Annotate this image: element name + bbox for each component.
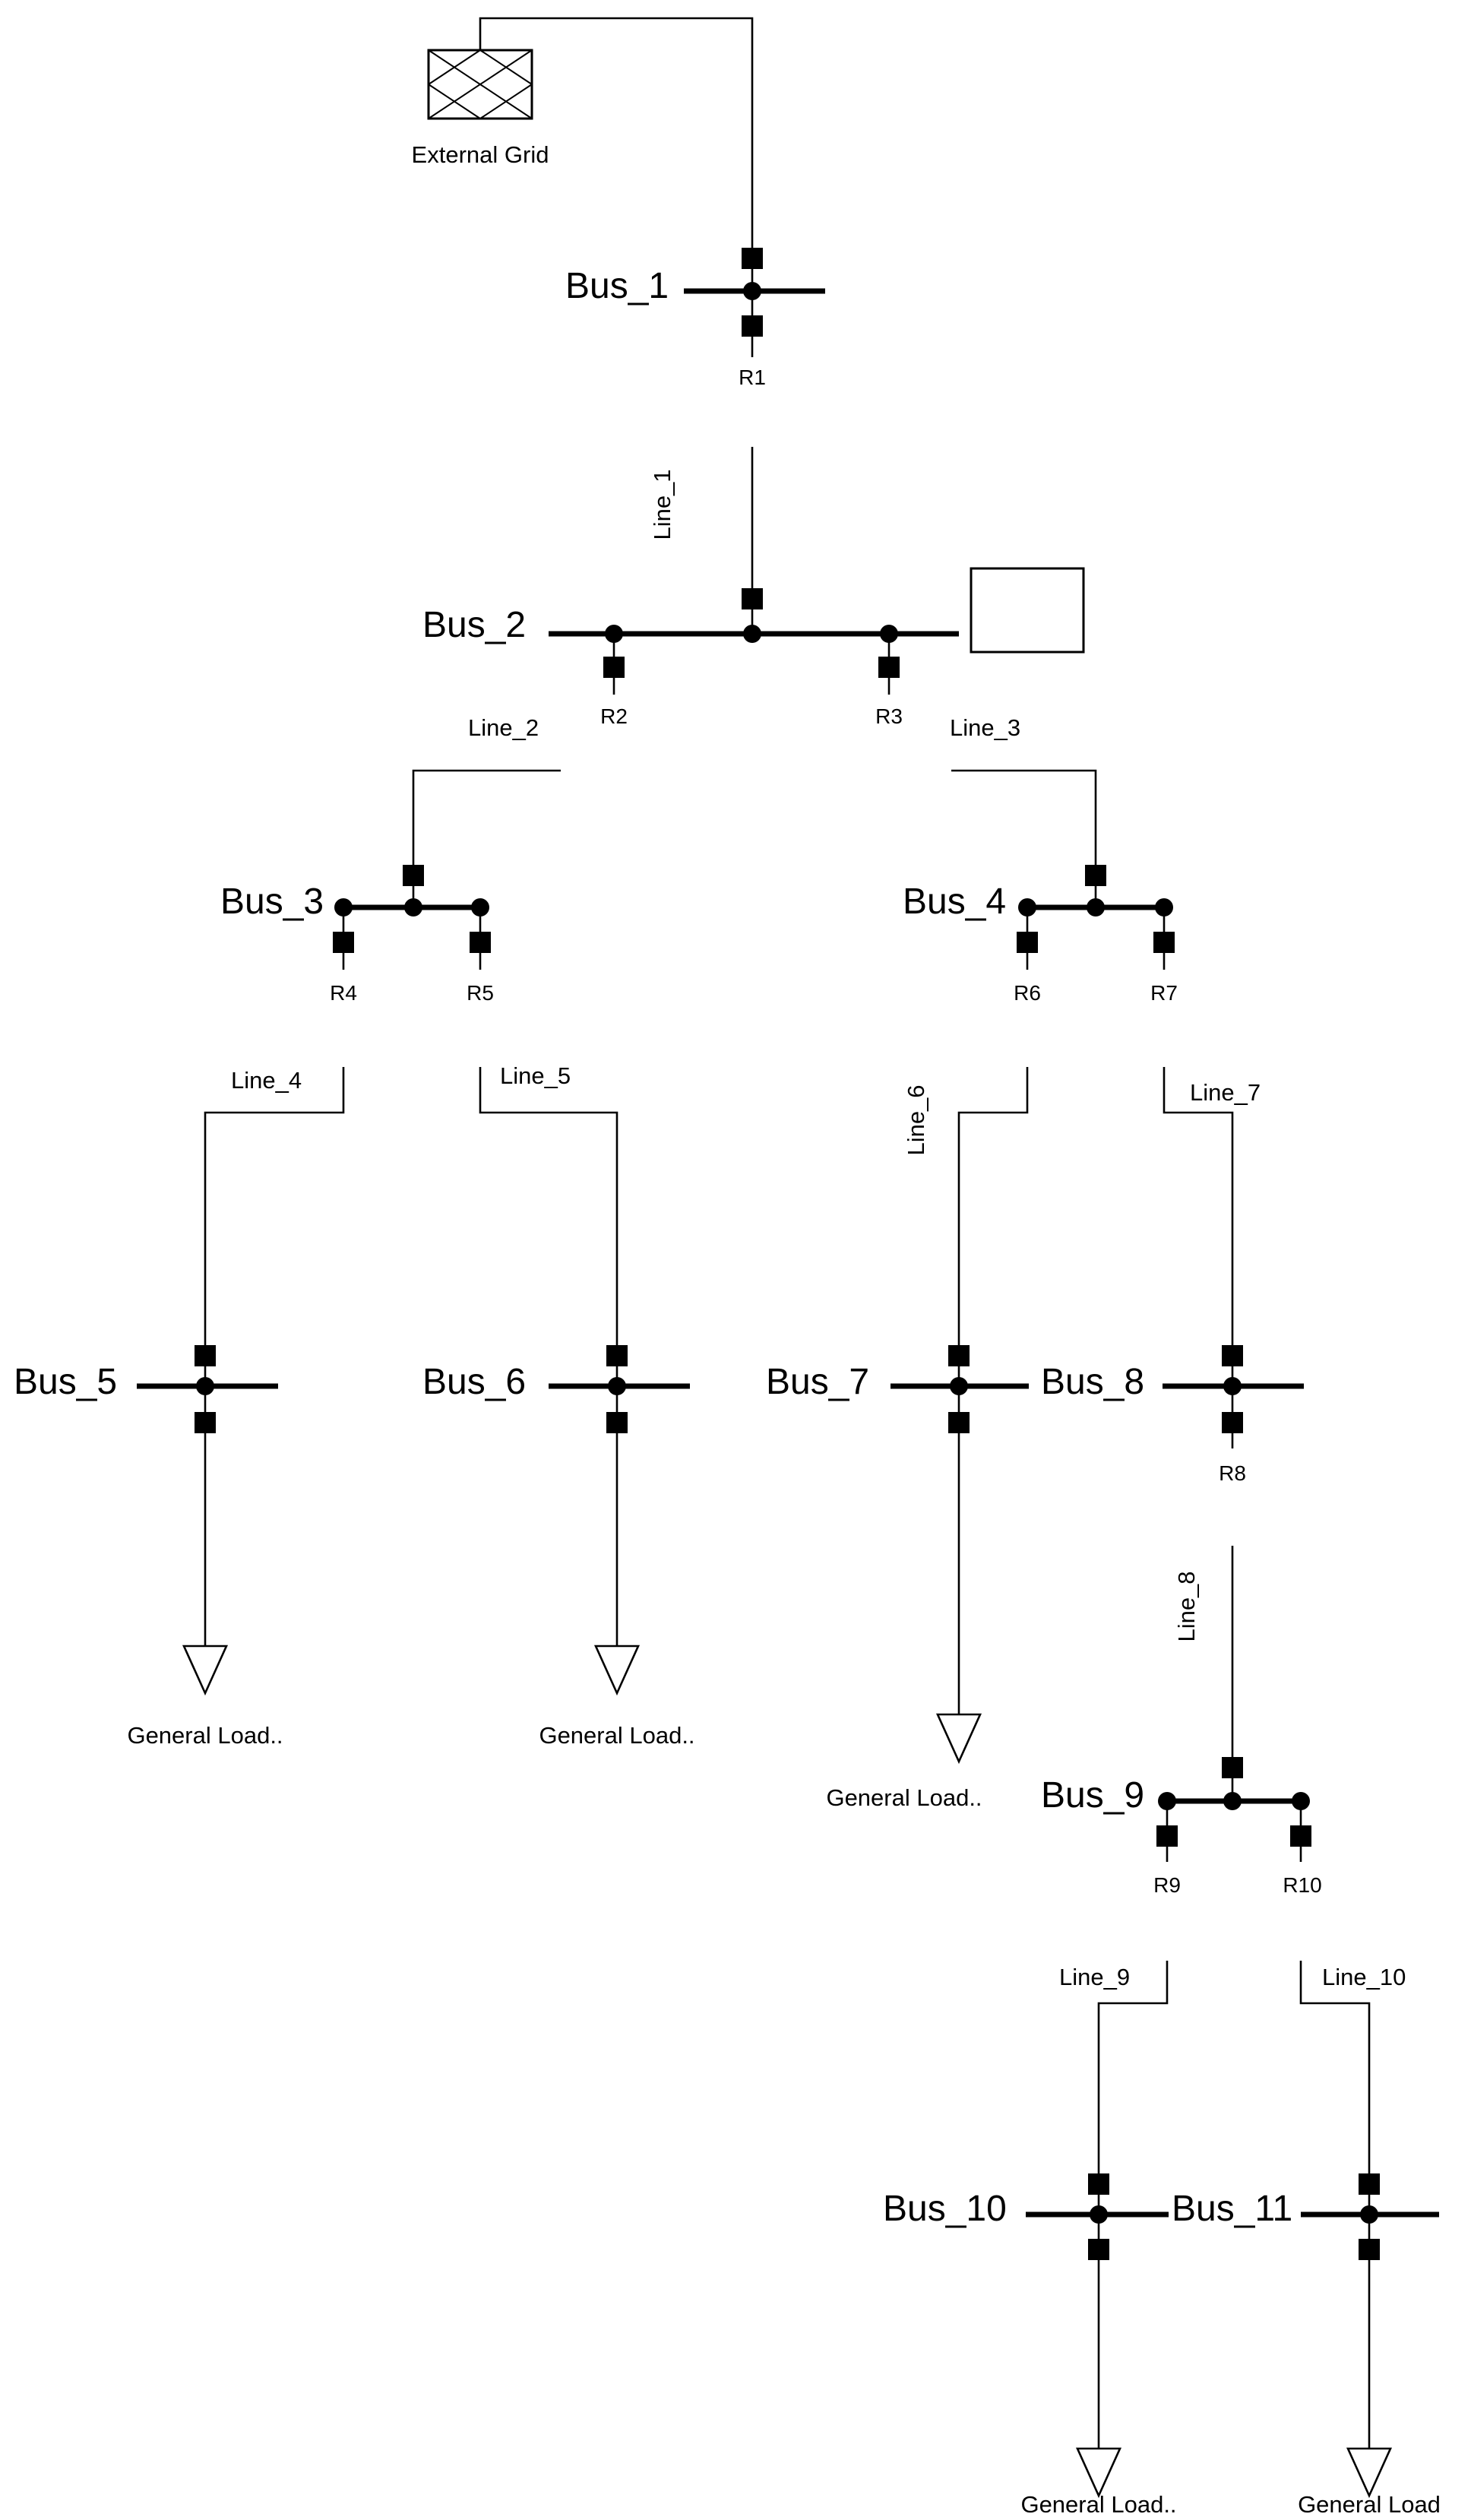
bus-label: Bus_8 xyxy=(1041,1362,1144,1402)
load-label: General Load xyxy=(1298,2491,1441,2518)
bus-4[interactable]: Bus_4 xyxy=(903,882,1173,922)
line-label: Line_6 xyxy=(903,1084,929,1155)
bus-label: Bus_3 xyxy=(220,882,324,922)
breaker-icon[interactable] xyxy=(1088,2173,1109,2195)
line-label: Line_3 xyxy=(950,714,1020,741)
breaker-icon[interactable] xyxy=(1222,1412,1243,1433)
bus-label: Bus_4 xyxy=(903,882,1006,922)
line-label: Line_5 xyxy=(500,1062,571,1089)
breaker-icon[interactable] xyxy=(1085,865,1106,886)
load-triangle-icon xyxy=(593,1645,641,1696)
relay-label: R4 xyxy=(330,981,357,1005)
external-grid-hatch-icon xyxy=(428,49,533,119)
general-load-bus10[interactable]: General Load.. xyxy=(1020,2447,1177,2518)
line-7[interactable] xyxy=(1163,1067,1234,1348)
relay-label: R6 xyxy=(1014,981,1041,1005)
breaker-icon[interactable] xyxy=(948,1345,970,1366)
bus-label: Bus_1 xyxy=(565,266,669,306)
breaker-icon[interactable] xyxy=(1359,2173,1380,2195)
line-6[interactable] xyxy=(957,1067,1029,1348)
breaker-icon[interactable] xyxy=(195,1412,216,1433)
bus-label: Bus_2 xyxy=(422,605,526,645)
relay-label: R1 xyxy=(739,366,766,389)
grid-connection-wire xyxy=(479,17,754,248)
empty-element-box[interactable] xyxy=(970,567,1085,654)
breaker-icon[interactable] xyxy=(1222,1757,1243,1778)
general-load-bus7[interactable]: General Load.. xyxy=(826,1713,982,1811)
bus-11[interactable]: Bus_11 xyxy=(1172,2189,1439,2229)
line-3[interactable] xyxy=(951,769,1097,868)
bus-6[interactable]: Bus_6 xyxy=(422,1362,690,1402)
relay-label: R8 xyxy=(1219,1461,1246,1485)
line-label: Line_1 xyxy=(649,469,675,540)
load-label: General Load.. xyxy=(539,1722,694,1749)
load-label: General Load.. xyxy=(826,1784,982,1811)
general-load-bus6[interactable]: General Load.. xyxy=(539,1645,695,1749)
breaker-icon[interactable] xyxy=(1088,2239,1109,2260)
load-triangle-icon xyxy=(935,1713,982,1765)
bus-1[interactable]: Bus_1 xyxy=(565,266,825,306)
line-label: Line_8 xyxy=(1173,1571,1200,1641)
bus-10[interactable]: Bus_10 xyxy=(883,2189,1169,2229)
bus-label: Bus_9 xyxy=(1041,1775,1144,1816)
bus-label: Bus_11 xyxy=(1172,2189,1292,2229)
relay-label: R10 xyxy=(1283,1873,1321,1897)
breaker-icon[interactable] xyxy=(742,248,763,269)
breaker-icon[interactable] xyxy=(606,1412,628,1433)
breaker-icon[interactable] xyxy=(742,315,763,337)
load-triangle-icon xyxy=(182,1645,229,1696)
external-grid-label: External Grid xyxy=(412,141,549,168)
line-label: Line_9 xyxy=(1059,1964,1130,1990)
load-label: General Load.. xyxy=(127,1722,283,1749)
bus-label: Bus_5 xyxy=(14,1362,117,1402)
relay-label: R9 xyxy=(1153,1873,1181,1897)
breaker-icon[interactable] xyxy=(333,932,354,953)
load-label: General Load.. xyxy=(1020,2491,1176,2518)
bus-label: Bus_6 xyxy=(422,1362,526,1402)
breaker-icon[interactable] xyxy=(1156,1825,1178,1847)
breaker-icon[interactable] xyxy=(1222,1345,1243,1366)
line-4[interactable] xyxy=(204,1067,345,1348)
breaker-icon[interactable] xyxy=(1017,932,1038,953)
breaker-icon[interactable] xyxy=(470,932,491,953)
line-10[interactable] xyxy=(1299,1961,1371,2175)
breaker-icon[interactable] xyxy=(195,1345,216,1366)
line-9[interactable] xyxy=(1097,1961,1169,2175)
external-grid[interactable]: External Grid xyxy=(412,49,549,168)
general-load-bus5[interactable]: General Load.. xyxy=(127,1645,283,1749)
relay-label: R3 xyxy=(875,704,903,728)
bus-9[interactable]: Bus_9 xyxy=(1041,1775,1310,1816)
bus-3[interactable]: Bus_3 xyxy=(220,882,489,922)
breaker-icon[interactable] xyxy=(878,657,900,678)
bus-7[interactable]: Bus_7 xyxy=(766,1362,1029,1402)
breaker-icon[interactable] xyxy=(1153,932,1175,953)
bus-5[interactable]: Bus_5 xyxy=(14,1362,278,1402)
breaker-icon[interactable] xyxy=(606,1345,628,1366)
line-label: Line_2 xyxy=(468,714,539,741)
bus-8[interactable]: Bus_8 xyxy=(1041,1362,1304,1402)
relay-label: R5 xyxy=(467,981,494,1005)
load-triangle-icon xyxy=(1346,2447,1393,2499)
relay-label: R2 xyxy=(600,704,628,728)
line-2[interactable] xyxy=(412,769,561,868)
relay-label: R7 xyxy=(1150,981,1178,1005)
bus-label: Bus_10 xyxy=(883,2189,1007,2229)
line-label: Line_7 xyxy=(1190,1079,1261,1106)
bus-label: Bus_7 xyxy=(766,1362,869,1402)
general-load-bus11[interactable]: General Load xyxy=(1298,2447,1441,2518)
breaker-icon[interactable] xyxy=(742,588,763,609)
line-5[interactable] xyxy=(479,1067,618,1348)
line-label: Line_4 xyxy=(231,1067,302,1094)
breaker-icon[interactable] xyxy=(1290,1825,1311,1847)
bus-2[interactable]: Bus_2 xyxy=(422,605,959,645)
breaker-icon[interactable] xyxy=(948,1412,970,1433)
breaker-icon[interactable] xyxy=(403,865,424,886)
line-label: Line_10 xyxy=(1322,1964,1406,1990)
breaker-icon[interactable] xyxy=(603,657,625,678)
load-triangle-icon xyxy=(1075,2447,1122,2499)
breaker-icon[interactable] xyxy=(1359,2239,1380,2260)
